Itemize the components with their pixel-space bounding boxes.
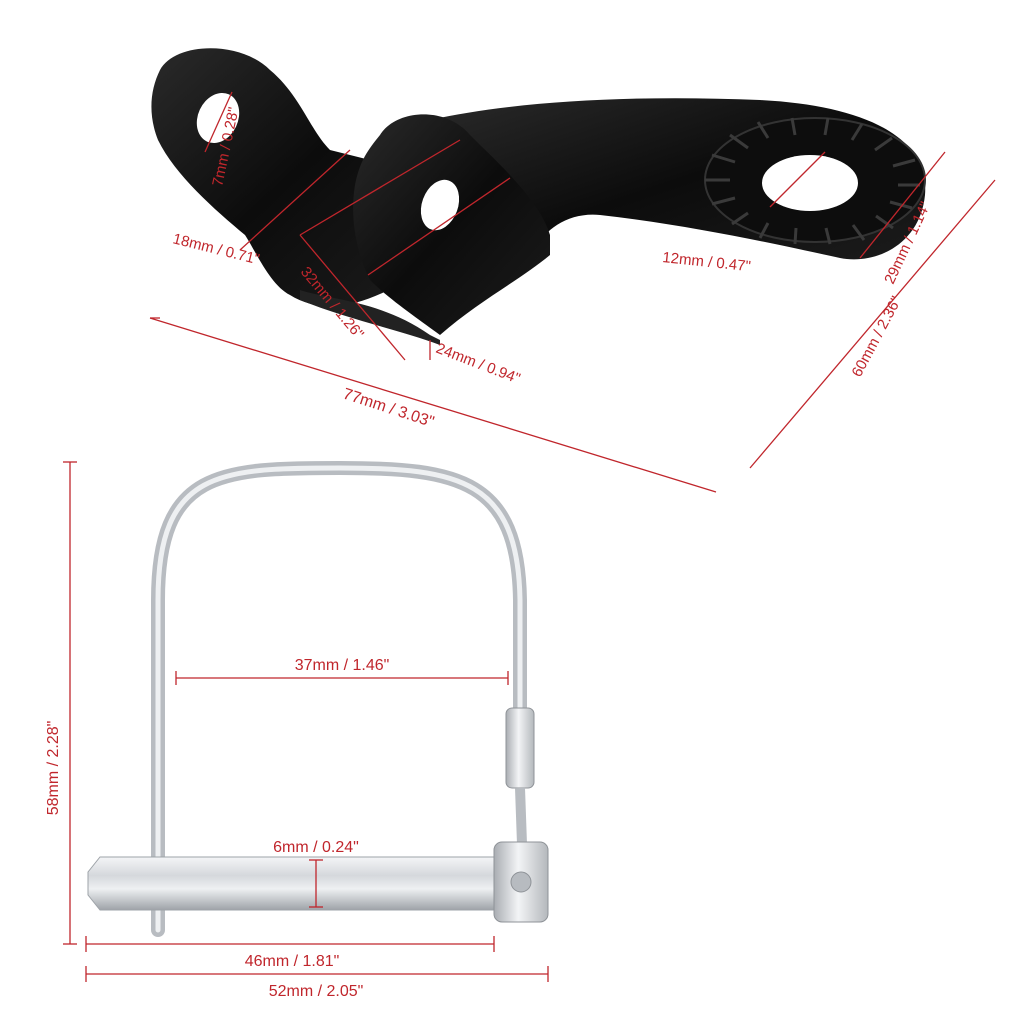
tab-left-hole [196,92,240,144]
pin-dimension-lines [63,461,549,982]
label-bracket-length: 77mm / 3.03" [341,386,436,431]
safety-pin [87,460,549,937]
pin-shaft [87,856,501,911]
washer-hole [762,155,858,211]
label-bracket-width: 60mm / 2.36" [849,294,906,380]
washer-serrations [705,117,920,245]
label-bracket-mid: 24mm / 0.94" [434,340,523,388]
tab-right-hole [420,179,460,231]
bracket-tab-right [353,114,550,335]
label-pin-height: 58mm / 2.28" [45,721,62,816]
label-pin-total: 52mm / 2.05" [269,983,364,1000]
label-pin-dia: 6mm / 0.24" [273,839,359,856]
label-washer-hole: 12mm / 0.47" [662,249,752,275]
label-pin-inner: 37mm / 1.46" [295,657,390,674]
label-pin-length: 46mm / 1.81" [245,953,340,970]
pin-clip-sleeve [505,707,535,789]
hitch-bracket [151,48,926,345]
bracket-dimension-lines [149,91,996,493]
